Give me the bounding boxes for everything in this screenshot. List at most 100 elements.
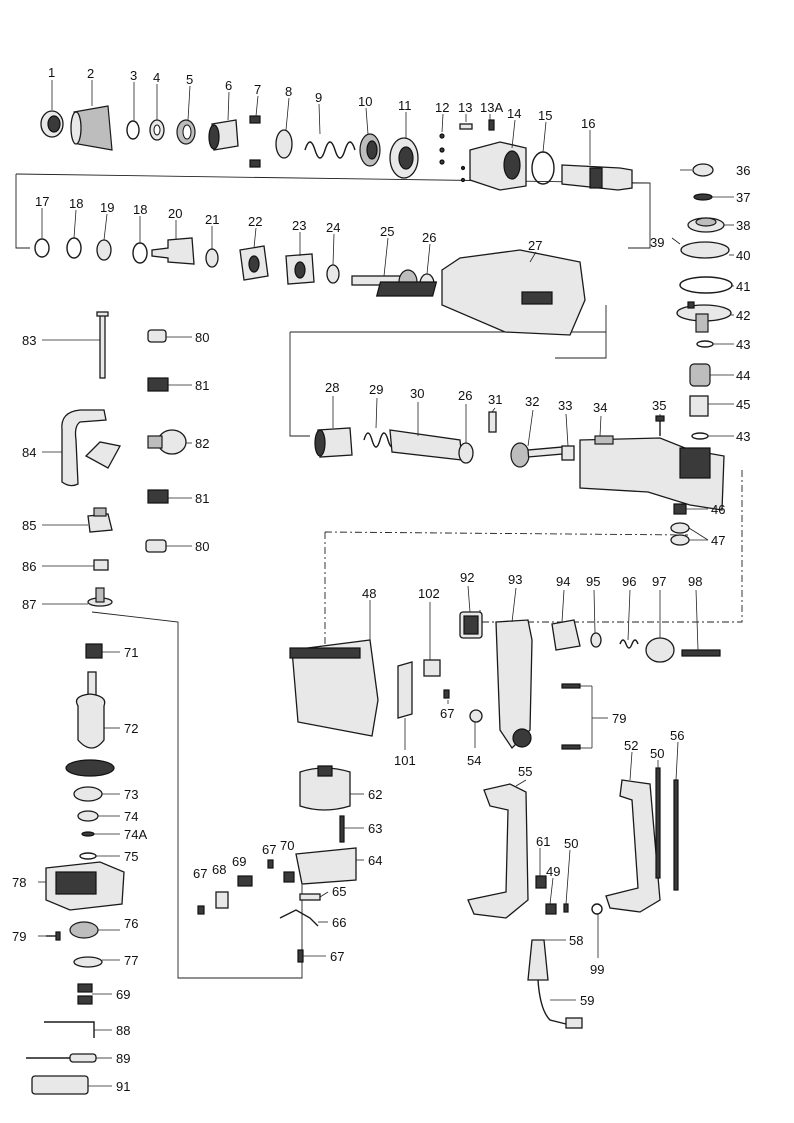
- callout-74a: 74A: [124, 827, 147, 842]
- callout-24: 24: [326, 220, 340, 235]
- part-24-oring: [326, 264, 340, 284]
- callout-72: 72: [124, 721, 138, 736]
- part-70-spring: [283, 871, 295, 883]
- callout-94: 94: [556, 574, 570, 589]
- assembly-guide-lines: [15, 173, 743, 979]
- callout-83: 83: [22, 333, 36, 348]
- part-67-screw-b: [267, 859, 274, 869]
- callout-26-a: 26: [422, 230, 436, 245]
- part-102-switch: [423, 659, 441, 677]
- callout-95: 95: [586, 574, 600, 589]
- callout-58: 58: [569, 933, 583, 948]
- part-49-button: [545, 903, 557, 915]
- part-59-cable: [537, 979, 583, 1029]
- part-13a-pin: [488, 119, 495, 131]
- part-87-stud: [87, 587, 113, 607]
- callout-64: 64: [368, 853, 382, 868]
- part-69-brushes-a: [237, 875, 253, 887]
- callout-89: 89: [116, 1051, 130, 1066]
- callout-81-a: 81: [195, 378, 209, 393]
- callout-66: 66: [332, 915, 346, 930]
- part-64-brush-holder: [295, 847, 357, 885]
- part-67-screw-c: [197, 905, 205, 915]
- part-83-bolt: [96, 311, 109, 379]
- part-91-tube: [31, 1075, 89, 1095]
- part-42-crank: [676, 301, 732, 333]
- part-47-washers: [670, 522, 690, 546]
- callout-5: 5: [186, 72, 193, 87]
- part-62-stator: [299, 765, 351, 811]
- part-74-bearing: [77, 810, 99, 822]
- part-96-spring: [619, 639, 639, 649]
- callout-56: 56: [670, 728, 684, 743]
- callout-13a: 13A: [480, 100, 503, 115]
- part-101-cover: [397, 661, 413, 719]
- callout-1: 1: [48, 65, 55, 80]
- part-73-bearing: [73, 786, 103, 802]
- part-6-bush: [208, 119, 239, 151]
- part-68-plate: [215, 891, 229, 909]
- left-column-parts: [61, 311, 187, 607]
- callout-43-a: 43: [736, 337, 750, 352]
- part-16-barrel: [561, 164, 633, 191]
- callout-75: 75: [124, 849, 138, 864]
- callout-18-b: 18: [133, 202, 147, 217]
- callout-37: 37: [736, 190, 750, 205]
- callout-99: 99: [590, 962, 604, 977]
- part-63-spring: [339, 815, 345, 843]
- callout-27: 27: [528, 238, 542, 253]
- callout-65: 65: [332, 884, 346, 899]
- callout-19: 19: [100, 200, 114, 215]
- callout-71: 71: [124, 645, 138, 660]
- part-5-ring: [176, 119, 196, 145]
- callout-93: 93: [508, 572, 522, 587]
- center-parts: [197, 639, 450, 963]
- callout-55: 55: [518, 764, 532, 779]
- part-98-bolt: [681, 649, 721, 657]
- callout-3: 3: [130, 68, 137, 83]
- callout-7: 7: [254, 82, 261, 97]
- part-93-switch-housing: [495, 619, 533, 750]
- callout-8: 8: [285, 84, 292, 99]
- callout-13: 13: [458, 100, 472, 115]
- part-89-screwdriver: [26, 1053, 97, 1063]
- callout-82: 82: [195, 436, 209, 451]
- callout-85: 85: [22, 518, 36, 533]
- callout-11: 11: [398, 98, 412, 113]
- callout-101: 101: [394, 753, 416, 768]
- part-9-spring: [304, 141, 356, 159]
- part-86-nut: [93, 559, 109, 571]
- part-13-screw: [459, 123, 473, 130]
- callout-70: 70: [280, 838, 294, 853]
- callout-34: 34: [593, 400, 607, 415]
- part-81-clamp-b: [147, 489, 169, 504]
- callout-69-b: 69: [116, 987, 130, 1002]
- part-66-contact: [279, 909, 319, 927]
- part-99-washer: [591, 903, 603, 915]
- part-12-balls: [439, 133, 445, 165]
- part-21-disc: [205, 248, 219, 268]
- part-46-spring: [673, 503, 687, 515]
- part-56-screws: [673, 779, 679, 891]
- part-15-oring: [531, 151, 555, 185]
- row-1-parts: [40, 105, 633, 191]
- part-75-washer: [79, 852, 97, 860]
- callout-16: 16: [581, 116, 595, 131]
- callout-45: 45: [736, 397, 750, 412]
- part-65-clip: [299, 893, 321, 901]
- callout-28: 28: [325, 380, 339, 395]
- callout-79-a: 79: [612, 711, 626, 726]
- part-55-handle-half: [467, 783, 529, 919]
- callout-14: 14: [507, 106, 521, 121]
- part-2-sleeve: [70, 105, 113, 151]
- callout-73: 73: [124, 787, 138, 802]
- part-84-handle: [61, 409, 121, 487]
- part-31-pin: [488, 411, 497, 433]
- callout-87: 87: [22, 597, 36, 612]
- part-43-washer-b: [691, 432, 709, 440]
- part-81-clamp-a: [147, 377, 169, 392]
- callout-32: 32: [525, 394, 539, 409]
- callout-29: 29: [369, 382, 383, 397]
- part-22-striker-guide: [239, 245, 269, 281]
- part-26-oring-b: [458, 442, 474, 464]
